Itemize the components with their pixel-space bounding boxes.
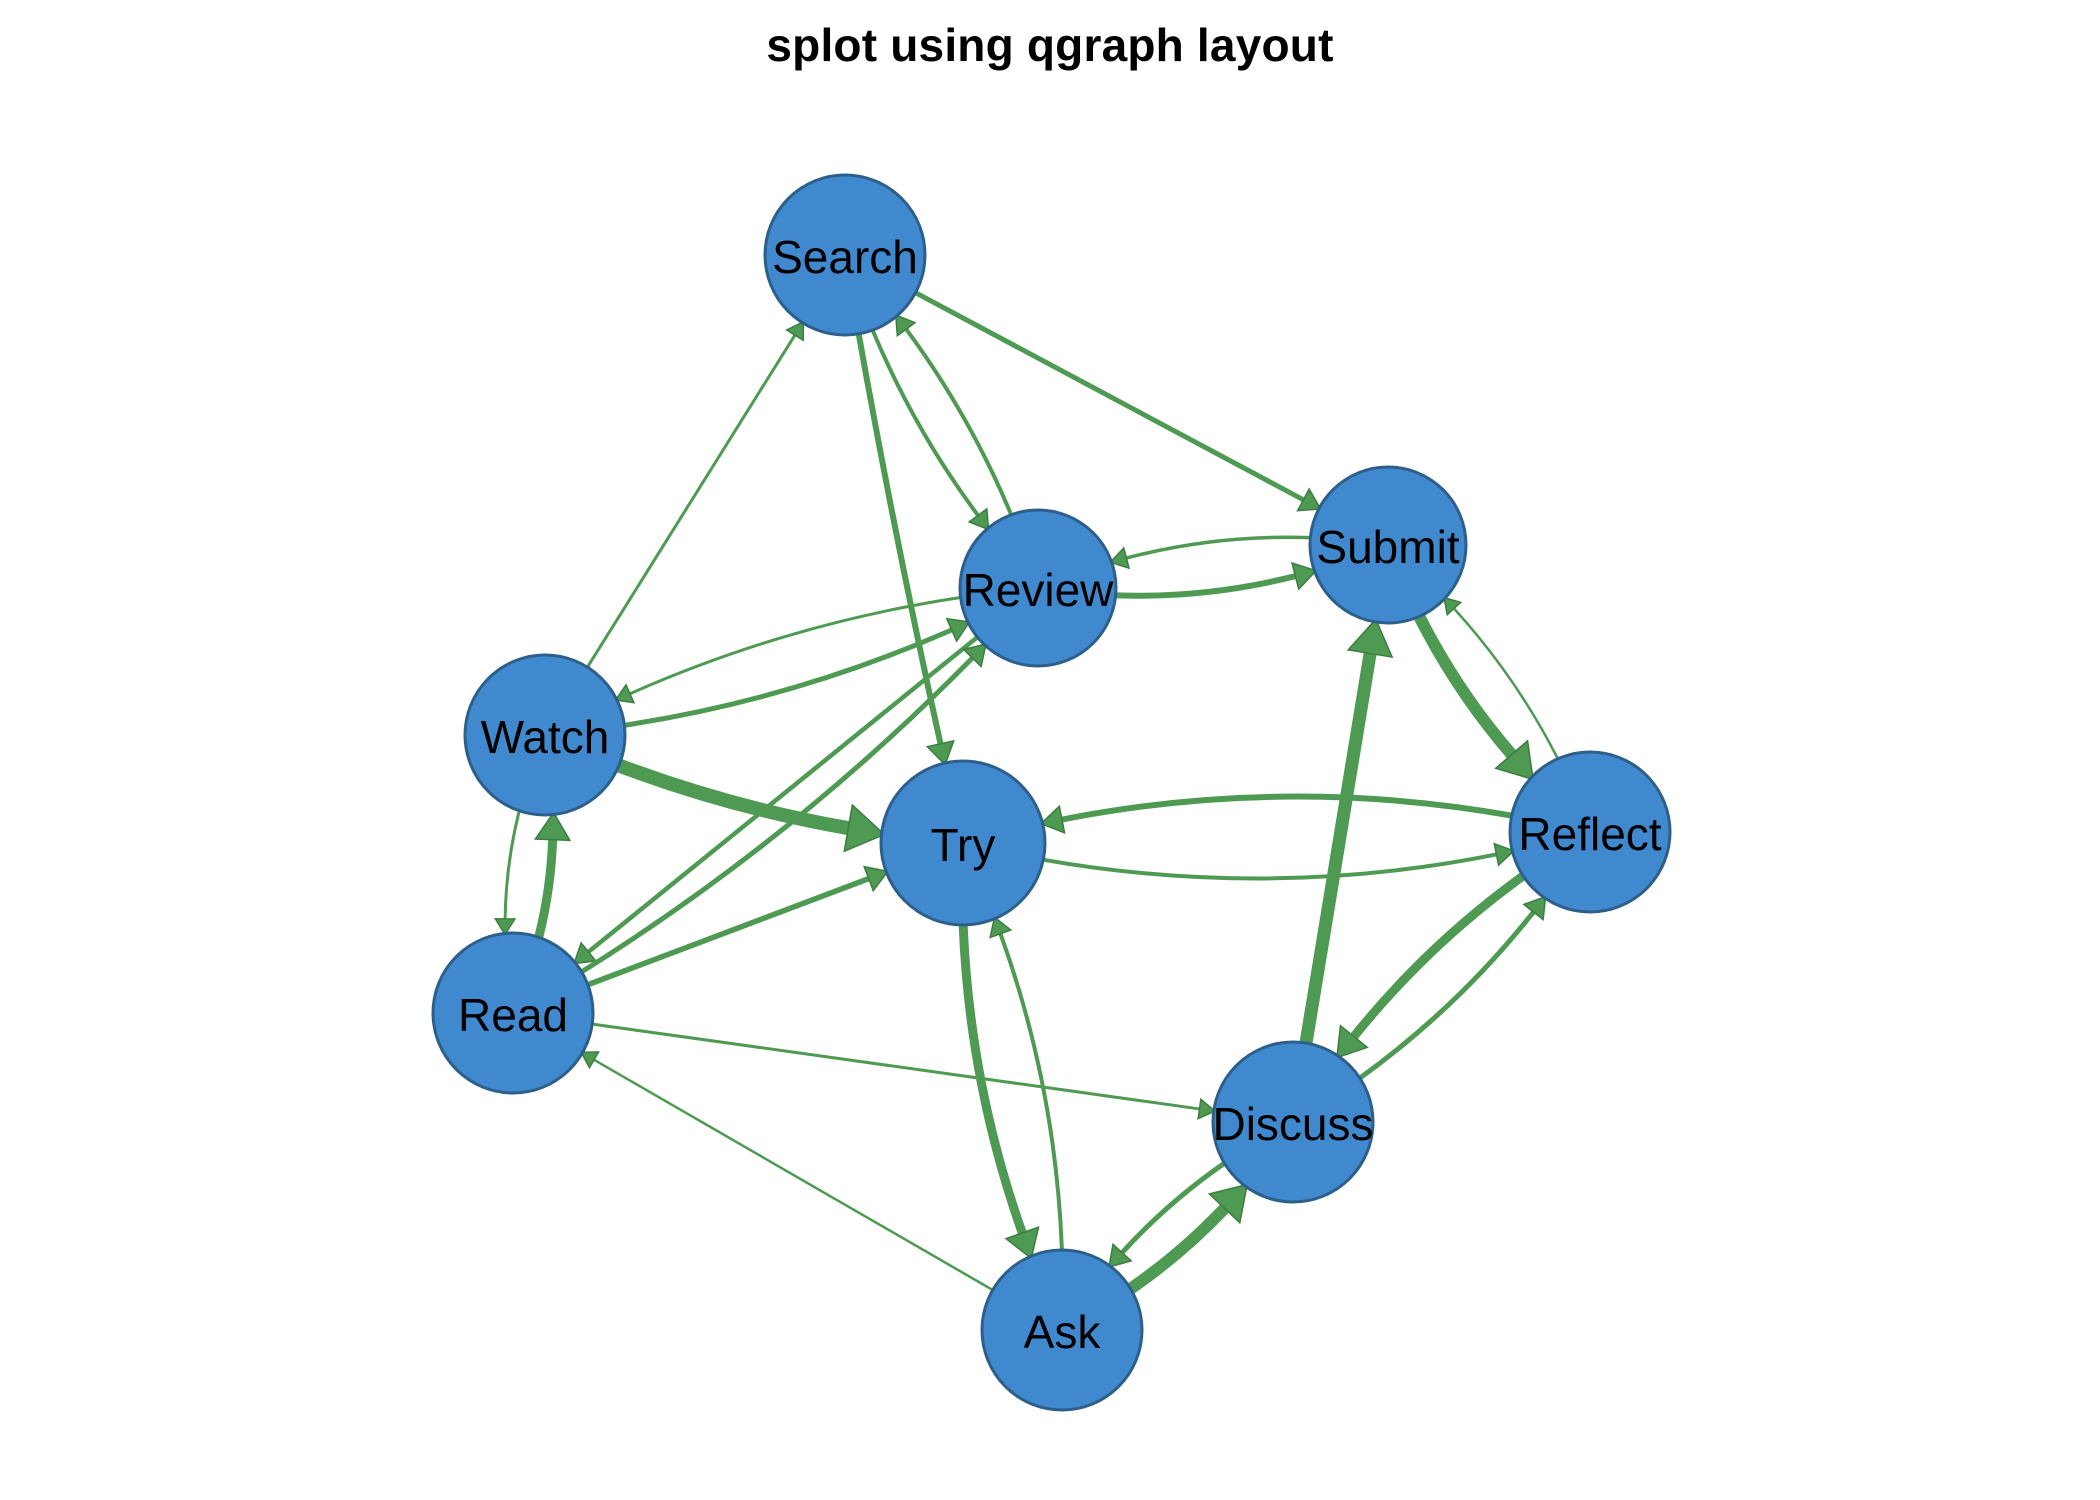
edge-arrowhead	[843, 803, 886, 853]
graph-edge	[1414, 614, 1517, 759]
graph-edge	[1061, 793, 1512, 823]
graph-edge	[617, 759, 850, 836]
edges-layer	[494, 290, 1559, 1294]
node-label: Submit	[1316, 521, 1459, 573]
edge-arrowhead	[1494, 739, 1534, 781]
graph-edge	[998, 933, 1064, 1250]
graph-edge	[593, 1058, 993, 1291]
edge-arrowhead	[1108, 546, 1131, 570]
edge-arrowhead	[1290, 561, 1318, 591]
graph-edge	[1116, 573, 1297, 599]
page-title: splot using qgraph layout	[766, 19, 1334, 71]
node-label: Discuss	[1212, 1098, 1373, 1150]
node-label: Review	[963, 564, 1115, 616]
node-circle[interactable]	[958, 508, 1118, 668]
graph-edge	[871, 330, 980, 517]
edge-arrowhead	[1004, 1225, 1040, 1260]
graph-edge	[915, 290, 1305, 503]
edge-arrowhead	[989, 915, 1013, 939]
edge-arrowhead	[533, 811, 572, 842]
graph-edge	[625, 627, 953, 728]
edge-arrowhead	[945, 617, 971, 643]
graph-edge	[587, 876, 870, 987]
node-circle[interactable]	[431, 931, 595, 1095]
edge-arrowhead	[1197, 1097, 1217, 1120]
graph-node-ask[interactable]: Ask	[980, 1248, 1144, 1412]
graph-edge	[1125, 535, 1310, 560]
graph-node-review[interactable]: Review	[958, 508, 1118, 668]
node-label: Try	[931, 819, 996, 871]
node-label: Read	[458, 989, 568, 1041]
graph-edge	[1043, 852, 1497, 881]
edge-arrowhead	[1107, 1242, 1133, 1269]
node-circle[interactable]	[1508, 750, 1672, 914]
graph-edge	[593, 1022, 1200, 1111]
graph-edge	[1127, 1204, 1229, 1294]
edge-arrowhead	[1522, 895, 1547, 922]
edge-arrowhead	[894, 313, 917, 338]
graph-edge	[1120, 1161, 1226, 1255]
graph-node-read[interactable]: Read	[431, 931, 595, 1095]
edge-arrowhead	[1039, 804, 1066, 834]
edge-arrowhead	[1443, 596, 1463, 617]
graph-edge	[855, 334, 944, 745]
graph-node-discuss[interactable]: Discuss	[1211, 1040, 1375, 1204]
graph-node-try[interactable]: Try	[879, 759, 1047, 927]
node-circle[interactable]	[463, 653, 627, 817]
edge-arrowhead	[494, 917, 517, 937]
graph-node-submit[interactable]: Submit	[1308, 465, 1468, 625]
node-circle[interactable]	[980, 1248, 1144, 1412]
graph-edge	[503, 811, 521, 919]
edge-arrowhead	[962, 643, 987, 669]
graph-node-search[interactable]: Search	[763, 173, 927, 337]
graph-edge	[629, 596, 960, 696]
graph-edge	[904, 328, 1013, 515]
edge-arrowhead	[1336, 1024, 1369, 1059]
node-label: Search	[772, 231, 918, 283]
graph-edge	[1359, 910, 1536, 1080]
node-circle[interactable]	[1308, 465, 1468, 625]
graph-edge	[1299, 652, 1377, 1044]
edge-arrowhead	[925, 739, 955, 767]
edge-arrowhead	[1296, 487, 1322, 512]
node-label: Ask	[1024, 1306, 1102, 1358]
node-label: Watch	[481, 711, 610, 763]
node-circle[interactable]	[763, 173, 927, 337]
graph-node-watch[interactable]: Watch	[463, 653, 627, 817]
edge-arrowhead	[967, 507, 990, 531]
graph-edge	[958, 925, 1027, 1235]
node-circle[interactable]	[879, 759, 1047, 927]
edge-arrowhead	[614, 683, 636, 704]
graph-node-reflect[interactable]: Reflect	[1508, 750, 1672, 914]
graph-edge	[534, 839, 558, 938]
edge-arrowhead	[572, 941, 598, 965]
edge-arrowhead	[785, 320, 805, 342]
node-circle[interactable]	[1211, 1040, 1375, 1204]
graph-edge	[1453, 607, 1559, 759]
edge-arrowhead	[580, 1051, 600, 1070]
edge-arrowhead	[1346, 617, 1394, 659]
node-label: Reflect	[1518, 808, 1661, 860]
edge-arrowhead	[862, 865, 890, 893]
edge-arrowhead	[1207, 1183, 1249, 1225]
graph-edge	[586, 334, 797, 668]
edge-arrowhead	[1493, 842, 1516, 867]
graph-edge	[587, 635, 979, 954]
graph-edge	[581, 656, 975, 974]
graph-edge	[1350, 872, 1525, 1040]
